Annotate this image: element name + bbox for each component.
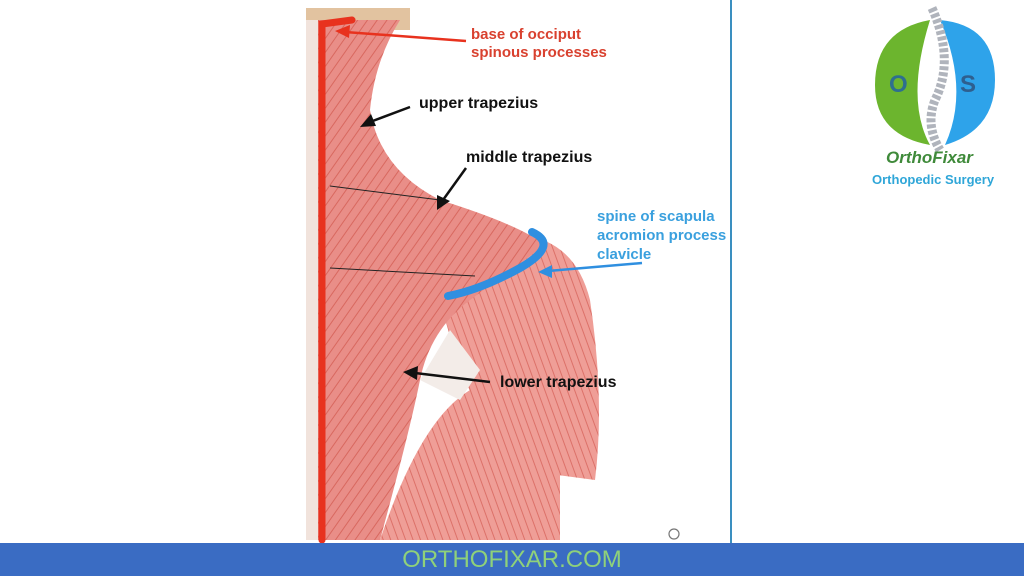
arrow-upper-trapezius [360,105,411,127]
footer-website-link[interactable]: ORTHOFIXAR.COM [402,546,622,573]
vertical-divider [730,0,732,543]
orthofixar-logo: O S [875,6,995,153]
label-base-of-occiput: base of occiput [471,26,582,43]
arrow-lower-trapezius [403,366,491,384]
scapula-exposed [420,330,480,400]
label-spinous-processes: spinous processes [471,44,607,61]
arrow-scapula [538,261,643,278]
label-upper-trapezius: upper trapezius [419,95,539,112]
label-lower-trapezius: lower trapezius [500,374,617,391]
lower-back-muscle [380,388,560,540]
footer-bar: ORTHOFIXAR.COM [0,543,1024,576]
origin-marker [318,16,356,544]
trapezius-muscle [318,20,545,540]
label-acromion-process: acromion process [597,227,727,244]
insertion-marker [444,228,548,300]
logo-name: OrthoFixar [886,148,973,167]
arrow-middle-trapezius [437,167,468,210]
label-middle-trapezius: middle trapezius [466,149,593,166]
logo-letter-s: S [960,71,976,98]
cursor-icon [668,528,680,540]
deltoid-muscle [440,235,599,480]
logo-letter-o: O [889,71,908,98]
arrow-occiput [335,25,467,43]
logo-subtitle: Orthopedic Surgery [872,172,995,187]
label-clavicle: clavicle [597,246,652,263]
label-spine-of-scapula: spine of scapula [597,208,715,225]
